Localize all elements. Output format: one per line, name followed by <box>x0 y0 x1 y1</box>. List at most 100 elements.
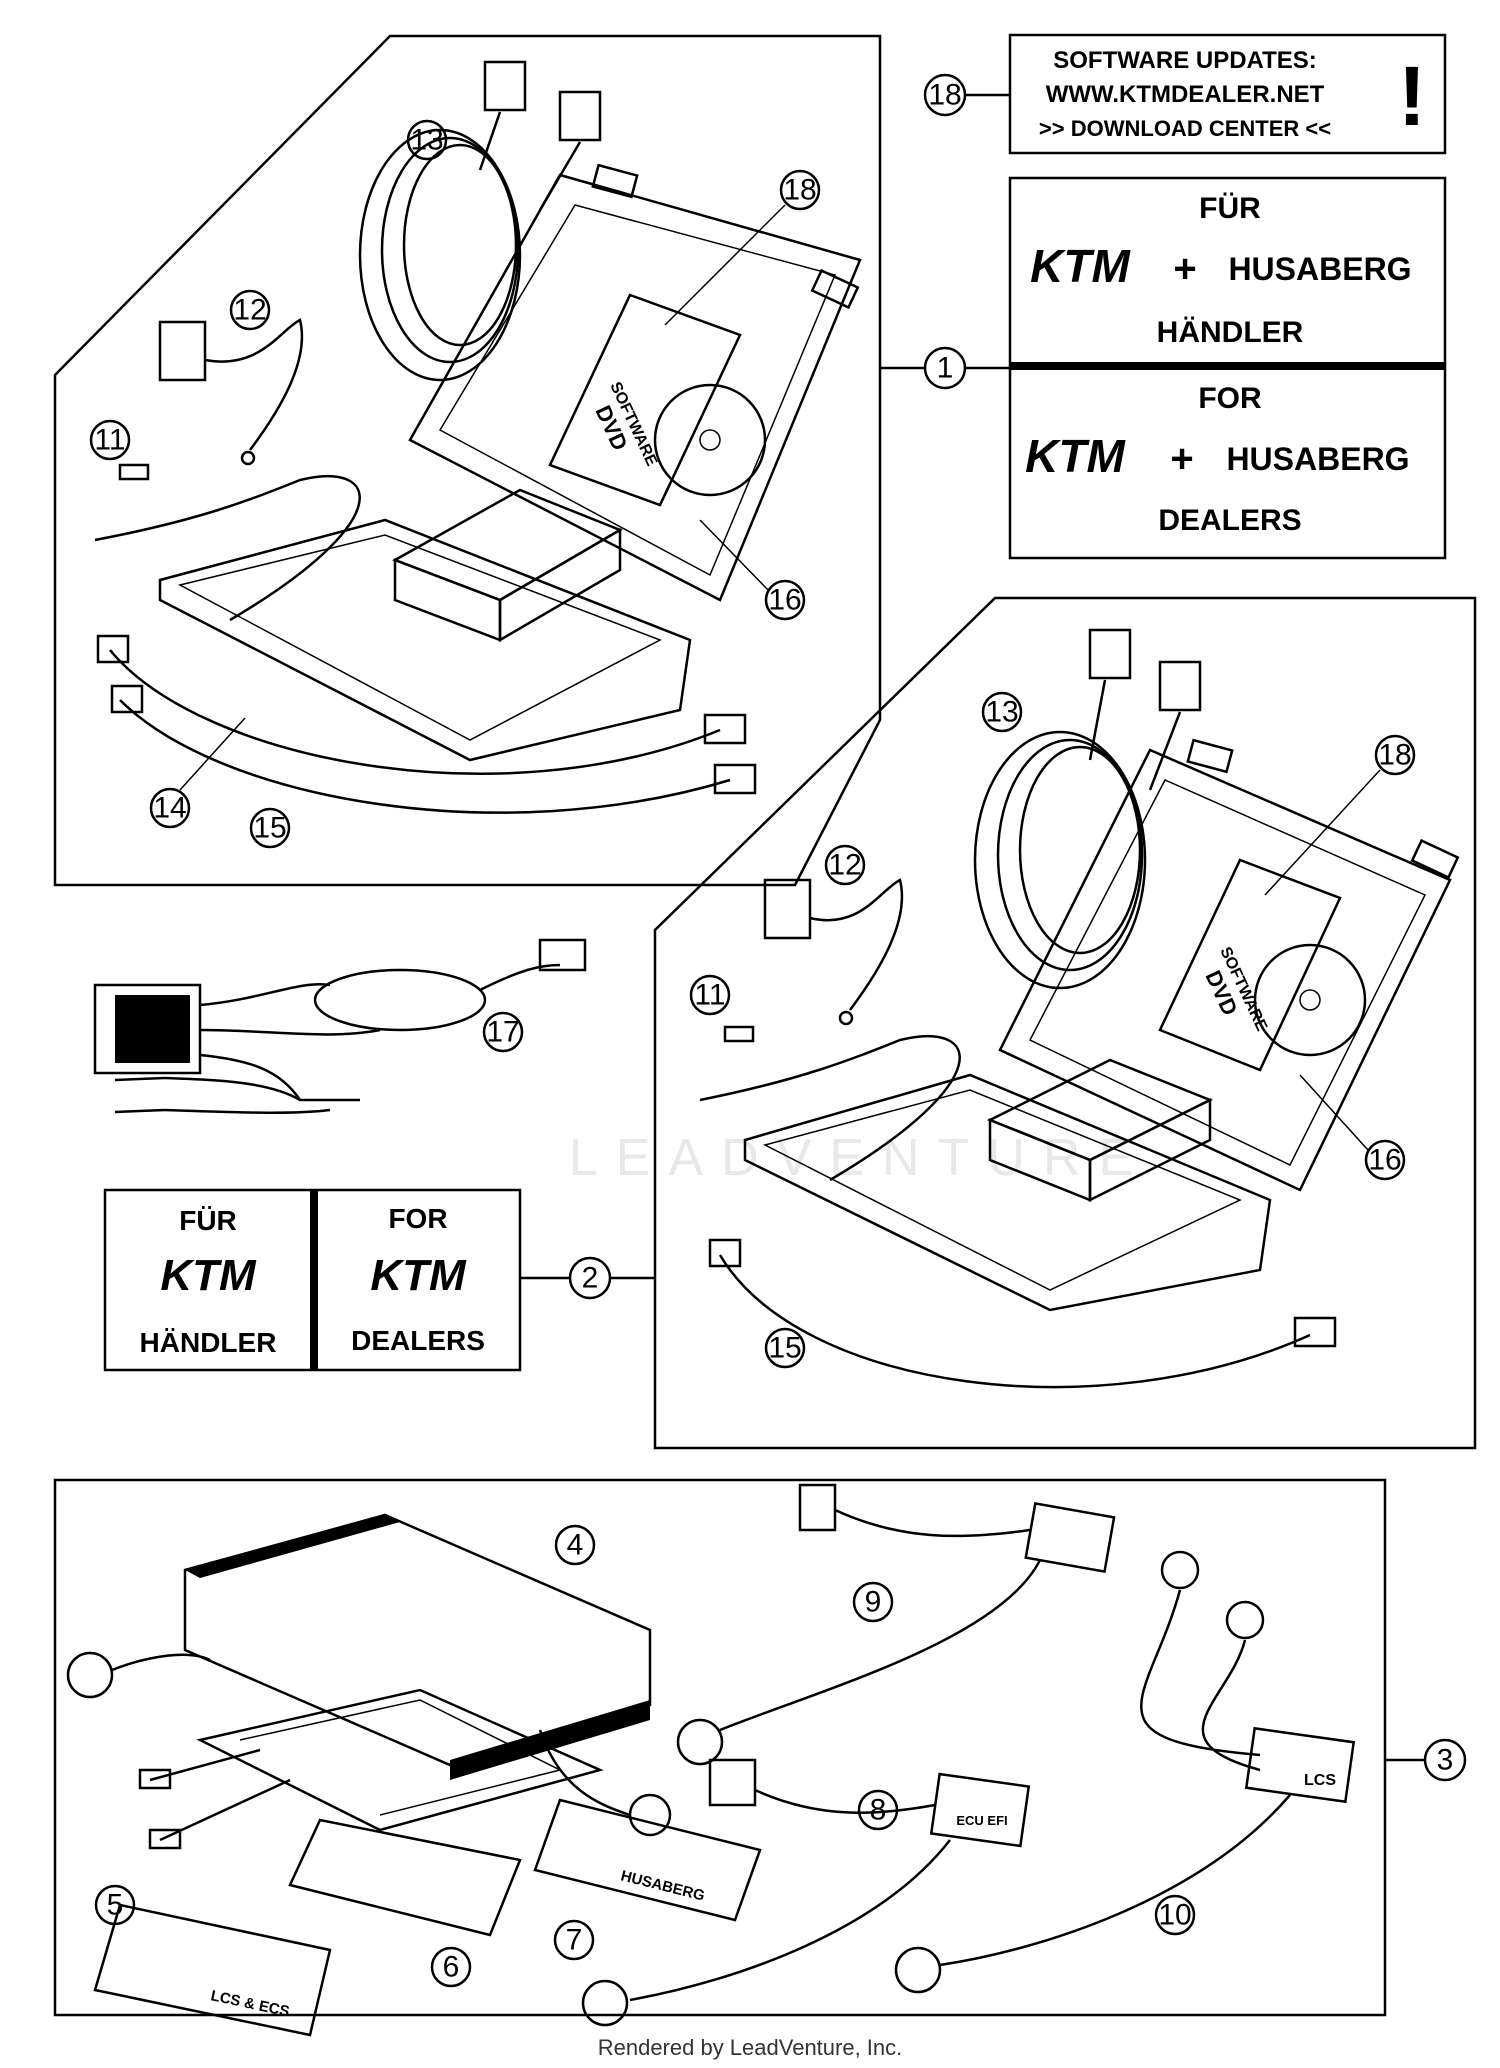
svg-text:9: 9 <box>865 1586 882 1619</box>
callout-16a: 16 <box>699 519 806 621</box>
disc <box>653 383 767 497</box>
svg-text:SOFTWARE UPDATES:: SOFTWARE UPDATES: <box>1053 47 1317 74</box>
svg-text:FÜR: FÜR <box>179 1205 237 1236</box>
software-dvd-box: SOFTWARE DVD <box>548 293 742 507</box>
callout-18b: 18 <box>923 73 1010 117</box>
callout-16b: 16 <box>1299 1074 1406 1181</box>
svg-text:16: 16 <box>768 584 801 617</box>
kit-panel-top: SOFTWARE DVD <box>53 34 882 887</box>
power-supply <box>158 318 304 466</box>
power-supply <box>763 878 904 1026</box>
brand-box-ktm: FÜR KTM HÄNDLER FOR KTM DEALERS <box>103 1188 522 1372</box>
coiled-cable <box>358 60 602 382</box>
svg-text:12: 12 <box>233 294 266 327</box>
disc <box>1253 943 1367 1057</box>
svg-text:LCS: LCS <box>1304 1772 1336 1789</box>
svg-text:8: 8 <box>870 1794 887 1827</box>
footer-credit: Rendered by LeadVenture, Inc. <box>597 2035 903 2060</box>
callout-12b: 12 <box>824 844 866 886</box>
callout-12a: 12 <box>229 289 271 331</box>
husaberg-logo: HUSABERG <box>1228 251 1411 287</box>
tester-unit <box>183 1513 652 1832</box>
overlay-card-6 <box>288 1818 522 1937</box>
svg-text:DEALERS: DEALERS <box>351 1325 485 1356</box>
svg-text:WWW.KTMDEALER.NET: WWW.KTMDEALER.NET <box>1046 81 1325 108</box>
callout-15a: 15 <box>249 807 291 849</box>
husaberg-logo: HUSABERG <box>1226 441 1409 477</box>
callout-18c: 18 <box>1264 734 1416 896</box>
svg-text:FÜR: FÜR <box>1199 192 1261 225</box>
callout-11b: 11 <box>689 974 731 1016</box>
svg-text:ECU EFI: ECU EFI <box>956 1813 1007 1828</box>
ktm-logo: KTM <box>1030 240 1131 292</box>
callout-11a: 11 <box>89 419 131 461</box>
svg-text:FOR: FOR <box>388 1203 447 1234</box>
callout-9: 9 <box>852 1581 894 1623</box>
software-dvd-box: SOFTWARE DVD <box>1158 858 1342 1072</box>
svg-text:5: 5 <box>107 1889 124 1922</box>
svg-text:4: 4 <box>567 1529 584 1562</box>
svg-text:1: 1 <box>937 352 954 385</box>
multimeter-cable <box>93 938 587 1114</box>
adapter-8: ECU EFI <box>581 1758 1031 2027</box>
svg-text:14: 14 <box>153 792 186 825</box>
callout-15b: 15 <box>764 1327 806 1369</box>
svg-text:13: 13 <box>985 696 1018 729</box>
ktm-logo: KTM <box>370 1251 467 1300</box>
svg-text:15: 15 <box>768 1332 801 1365</box>
callout-13a: 13 <box>406 119 448 161</box>
callout-17: 17 <box>482 1011 524 1053</box>
svg-text:DEALERS: DEALERS <box>1158 504 1301 537</box>
svg-text:>> DOWNLOAD CENTER <<: >> DOWNLOAD CENTER << <box>1039 116 1331 141</box>
svg-text:2: 2 <box>582 1262 599 1295</box>
callout-8: 8 <box>857 1789 899 1831</box>
svg-text:+: + <box>1173 247 1196 291</box>
kit-panel-middle: SOFTWARE DVD <box>653 596 1477 1450</box>
ktm-logo: KTM <box>160 1251 257 1300</box>
svg-text:10: 10 <box>1158 1899 1191 1932</box>
callout-4: 4 <box>554 1524 596 1566</box>
svg-text:6: 6 <box>443 1951 460 1984</box>
svg-text:13: 13 <box>410 124 443 157</box>
adapter-10: LCS <box>894 1550 1356 1994</box>
svg-text:11: 11 <box>694 979 725 1012</box>
svg-text:11: 11 <box>94 424 125 457</box>
callout-6: 6 <box>430 1946 472 1988</box>
svg-text:18: 18 <box>1378 739 1411 772</box>
svg-text:15: 15 <box>253 812 286 845</box>
software-updates-box: SOFTWARE UPDATES: WWW.KTMDEALER.NET >> D… <box>1008 33 1447 155</box>
exclamation-icon: ! <box>1398 49 1426 143</box>
callout-7: 7 <box>553 1919 595 1961</box>
callout-18a: 18 <box>664 169 821 326</box>
svg-text:FOR: FOR <box>1198 382 1262 415</box>
callout-1: 1 <box>880 346 1010 390</box>
brand-box-ktm-husaberg: FÜR KTM + HUSABERG HÄNDLER FOR KTM + HUS… <box>1008 176 1447 560</box>
svg-text:18: 18 <box>928 79 961 112</box>
callout-2: 2 <box>520 1256 655 1300</box>
fuse <box>118 463 150 481</box>
interface-module <box>392 488 623 643</box>
adapter-panel: LCS & ECS HUSABERG ECU EFI <box>53 1478 1387 2037</box>
svg-text:7: 7 <box>566 1924 583 1957</box>
svg-text:+: + <box>1170 437 1193 481</box>
callout-3: 3 <box>1385 1738 1467 1782</box>
fuse <box>723 1025 755 1043</box>
ktm-logo: KTM <box>1025 430 1126 482</box>
svg-text:HUSABERG: HUSABERG <box>619 1867 706 1904</box>
callout-10: 10 <box>1154 1894 1196 1936</box>
adapter-9 <box>676 1483 1116 1766</box>
svg-text:3: 3 <box>1437 1744 1454 1777</box>
callout-5: 5 <box>94 1884 136 1926</box>
callout-13b: 13 <box>981 691 1023 733</box>
overlay-card-7: HUSABERG <box>533 1798 762 1922</box>
svg-text:HÄNDLER: HÄNDLER <box>140 1327 277 1358</box>
svg-text:HÄNDLER: HÄNDLER <box>1157 316 1304 349</box>
svg-text:12: 12 <box>828 849 861 882</box>
svg-text:17: 17 <box>486 1016 519 1049</box>
interface-module <box>986 1058 1214 1203</box>
coiled-cable <box>973 628 1202 990</box>
svg-text:16: 16 <box>1368 1144 1401 1177</box>
callout-14: 14 <box>149 717 246 829</box>
svg-text:18: 18 <box>783 174 816 207</box>
